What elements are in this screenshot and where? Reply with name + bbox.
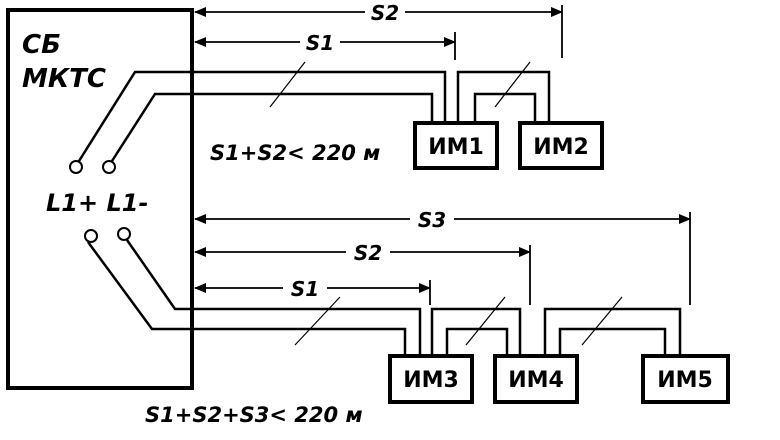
top-s1-label: S1	[306, 31, 334, 55]
bottom-dimensions	[194, 209, 691, 305]
terminal-top-right	[102, 160, 116, 174]
device-im4-box	[493, 354, 579, 404]
bottom-s1-label: S1	[291, 277, 319, 301]
device-im5-label: ИМ5	[657, 368, 713, 393]
condition-bottom: S1+S2+S3< 220 м	[145, 403, 363, 427]
device-im4-label: ИМ4	[508, 368, 564, 393]
device-im1-box	[413, 121, 499, 170]
device-im3-box	[388, 354, 474, 404]
device-im1-label: ИМ1	[428, 135, 484, 160]
panel-title-line2: МКТС	[22, 64, 106, 94]
terminal-top-left	[69, 160, 83, 174]
top-s2-label: S2	[371, 1, 399, 25]
bottom-s2-label: S2	[354, 241, 382, 265]
top-wiring	[77, 61, 551, 162]
device-im3-label: ИМ3	[403, 368, 459, 393]
device-im2-label: ИМ2	[533, 135, 589, 160]
terminal-bottom-left	[84, 229, 98, 243]
device-im2-box	[518, 121, 604, 170]
bottom-wiring	[86, 239, 682, 356]
device-im5-box	[641, 354, 730, 404]
panel-title-line1: СБ	[22, 30, 61, 60]
terminal-bottom-right	[117, 227, 131, 241]
condition-top: S1+S2< 220 м	[210, 141, 380, 165]
bottom-s3-label: S3	[418, 208, 446, 232]
top-dimensions	[194, 2, 563, 60]
terminal-labels: L1+ L1-	[46, 189, 148, 217]
